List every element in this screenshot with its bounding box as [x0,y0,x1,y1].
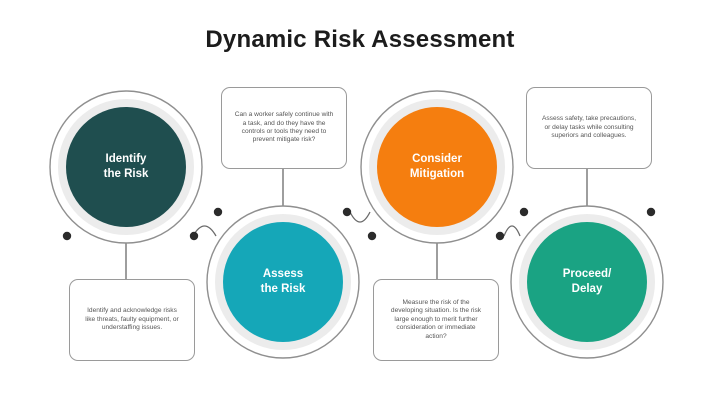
step-circle-proceed [527,222,647,342]
connector-dots [62,207,656,241]
description-box-assess: Can a worker safely continue with a task… [221,87,347,169]
step-label-consider: Consider Mitigation [409,153,465,180]
connector-dot-8 [646,207,656,217]
step-label-identify: Identify the Risk [103,153,149,180]
connector-arc-3 [503,225,521,237]
page-title: Dynamic Risk Assessment [205,26,515,53]
connector-arc-2 [349,211,371,223]
connector-dot-1 [62,231,72,241]
step-label-assess: Assess the Risk [260,268,306,295]
description-assess: Can a worker safely continue with a task… [234,111,334,144]
step-label-proceed: Proceed/ Delay [562,268,612,295]
connector-dot-7 [519,207,529,217]
connector-dot-6 [495,231,505,241]
description-proceed: Assess safety, take precautions, or dela… [541,115,637,140]
description-box-consider: Measure the risk of the developing situa… [373,279,499,361]
connector-dot-2 [189,231,199,241]
description-identify: Identify and acknowledge risks like thre… [85,307,179,332]
description-box-proceed: Assess safety, take precautions, or dela… [526,87,652,169]
step-rings [49,90,664,359]
description-consider: Measure the risk of the developing situa… [390,298,482,340]
connector-dot-3 [213,207,223,217]
step-circle-assess [223,222,343,342]
step-circle-identify [66,107,186,227]
description-box-identify: Identify and acknowledge risks like thre… [69,279,195,361]
connector-dot-4 [342,207,352,217]
step-circle-consider [377,107,497,227]
connector-dot-5 [367,231,377,241]
